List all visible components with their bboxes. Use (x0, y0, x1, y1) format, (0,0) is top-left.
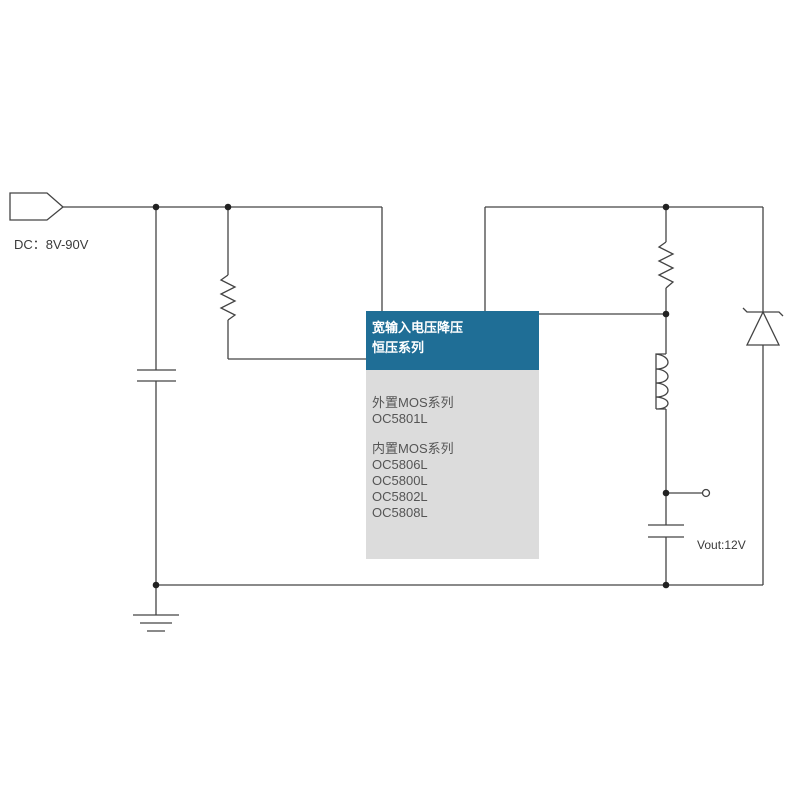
input-connector-symbol (9, 192, 65, 221)
junction-dot (152, 581, 160, 589)
external-mos-group: 外置MOS系列 OC5801L (372, 395, 539, 427)
junction-dot (662, 581, 670, 589)
resistor-2-zigzag (657, 241, 675, 289)
part-number: OC5802L (372, 489, 428, 504)
input-voltage-label: DC：8V-90V (14, 237, 89, 252)
output-voltage-label: Vout:12V (697, 538, 746, 552)
junction-dot (662, 489, 670, 497)
resistor-1-zigzag (219, 274, 237, 321)
chip-header: 宽输入电压降压 恒压系列 (366, 311, 539, 370)
output-terminal-circle (701, 488, 711, 498)
part-number: OC5806L (372, 457, 428, 472)
part-number: OC5808L (372, 505, 428, 520)
external-mos-title: 外置MOS系列 (372, 395, 454, 410)
inductor-coil (655, 353, 669, 410)
junction-dot (662, 203, 670, 211)
zener-diode-bar (742, 307, 784, 317)
chip-title-line2: 恒压系列 (372, 340, 425, 355)
chip-part-list: 外置MOS系列 OC5801L 内置MOS系列 OC5806L OC5800L … (366, 370, 539, 521)
junction-dot (224, 203, 232, 211)
internal-mos-group: 内置MOS系列 OC5806L OC5800L OC5802L OC5808L (372, 441, 539, 521)
internal-mos-title: 内置MOS系列 (372, 441, 454, 456)
zener-diode-triangle (745, 310, 781, 346)
junction-dot (152, 203, 160, 211)
part-number: OC5800L (372, 473, 428, 488)
junction-dot (662, 310, 670, 318)
chip-title-line1: 宽输入电压降压 (372, 320, 464, 335)
part-number: OC5801L (372, 411, 428, 426)
controller-chip-block: 宽输入电压降压 恒压系列 外置MOS系列 OC5801L 内置MOS系列 OC5… (366, 311, 539, 559)
